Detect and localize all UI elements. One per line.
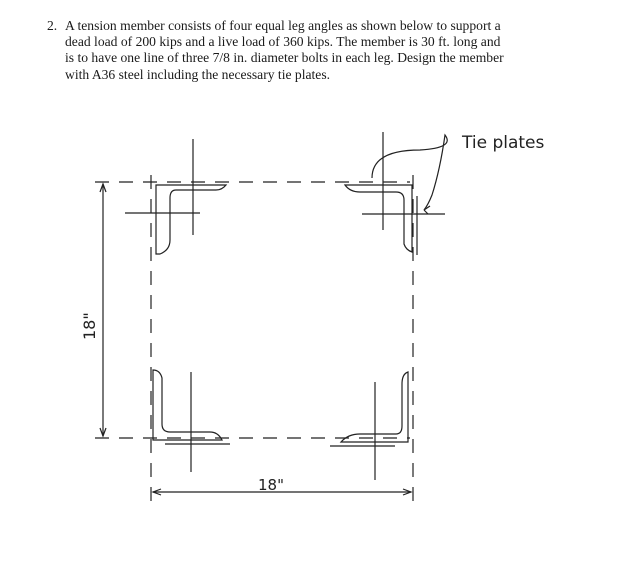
angle-bottom-right	[330, 371, 409, 480]
problem-line-2: dead load of 200 kips and a live load of…	[65, 34, 501, 50]
horizontal-dimension-line	[151, 488, 413, 496]
problem-text: A tension member consists of four equal …	[65, 18, 567, 83]
problem-line-1: A tension member consists of four equal …	[65, 18, 501, 33]
problem-number: 2.	[47, 18, 58, 33]
angle-top-right	[343, 132, 445, 255]
angle-bottom-left	[152, 369, 230, 472]
problem-line-3: is to have one line of three 7/8 in. dia…	[65, 50, 504, 66]
dashed-outline	[95, 175, 414, 505]
vertical-dimension-label: 18"	[80, 312, 99, 340]
tie-plate-leaders	[371, 133, 448, 215]
angle-top-left	[125, 139, 228, 255]
horizontal-dimension-label: 18"	[258, 476, 284, 494]
tie-plates-label: Tie plates	[461, 133, 545, 153]
problem-statement: 2. A tension member consists of four equ…	[47, 18, 567, 83]
vertical-dimension-line	[99, 182, 107, 438]
problem-line-4: with A36 steel including the necessary t…	[65, 66, 331, 82]
